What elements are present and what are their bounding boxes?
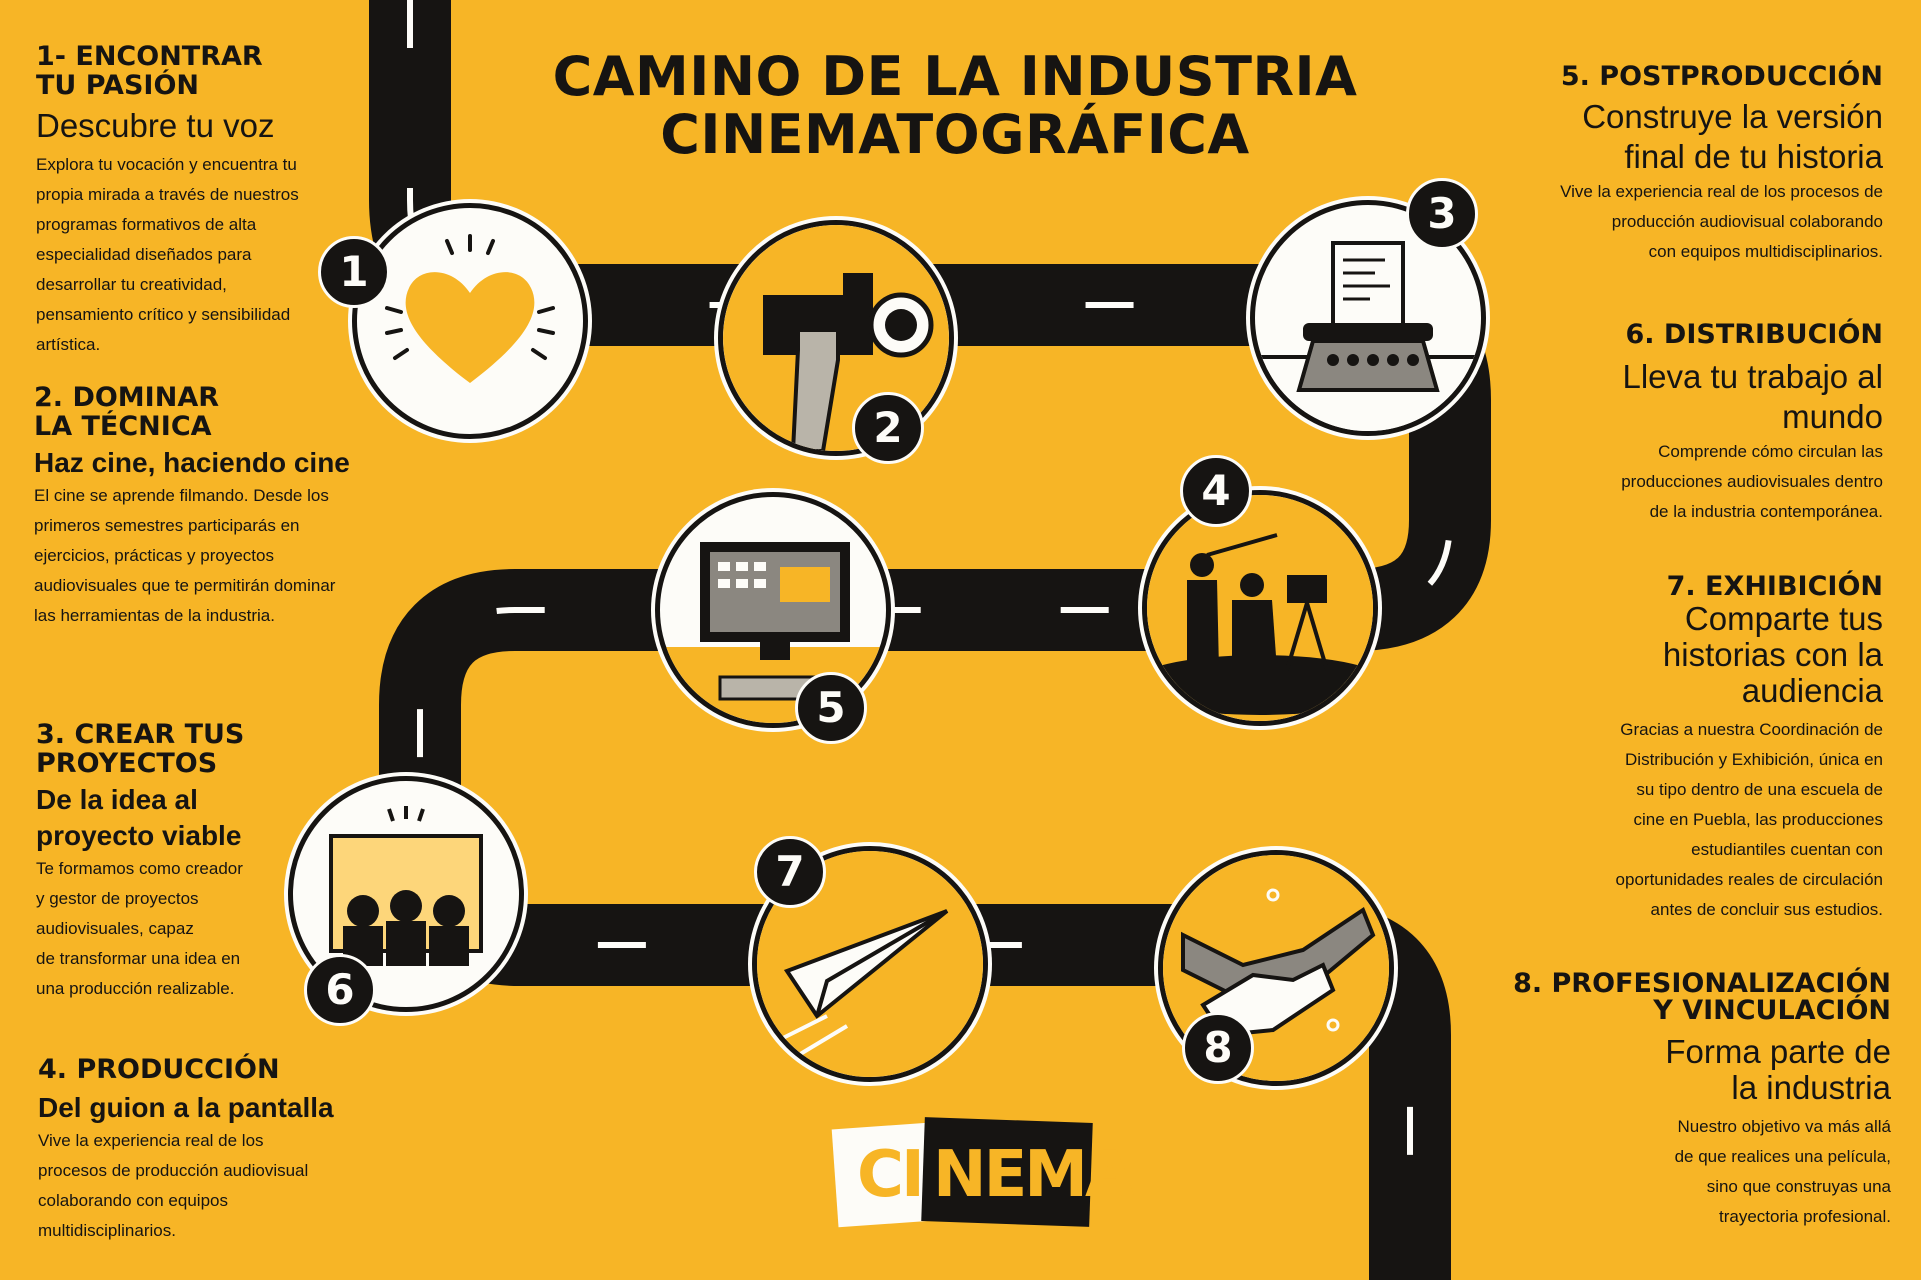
step-2-number-badge: 2: [852, 392, 924, 464]
step-4-illustration: [1142, 490, 1378, 726]
step-7-number-badge: 7: [754, 836, 826, 908]
step-2-subtitle: Haz cine, haciendo cine: [34, 447, 350, 478]
logo-text-part-1: CI: [857, 1138, 925, 1212]
step-5-number-badge: 5: [795, 672, 867, 744]
step-1-subtitle: Descubre tu voz: [36, 107, 275, 144]
step-8-number-badge: 8: [1182, 1012, 1254, 1084]
heart-icon: [385, 234, 555, 383]
step-4-number-badge: 4: [1180, 455, 1252, 527]
step-6-illustration: [288, 776, 524, 1012]
logo-text-part-2: NEMA: [933, 1138, 1134, 1212]
step-7-heading: 7. EXHIBICIÓN: [1666, 571, 1883, 602]
step-2-illustration: [718, 220, 954, 456]
step-1-illustration: [352, 203, 588, 439]
paper-plane-icon: [757, 851, 983, 1077]
title-line-2: CINEMATOGRÁFICA: [660, 103, 1250, 166]
step-1-number-badge: 1: [318, 236, 390, 308]
step-3-number-badge: 3: [1406, 178, 1478, 250]
title-line-1: CAMINO DE LA INDUSTRIA: [552, 45, 1358, 108]
step-6-number-badge: 6: [304, 954, 376, 1026]
step-3-description: Te formamos como creador y gestor de pro…: [36, 859, 243, 998]
step-4-heading: 4. PRODUCCIÓN: [38, 1054, 280, 1085]
film-crew-icon: [1147, 495, 1373, 721]
page-title: CAMINO DE LA INDUSTRIA CINEMATOGRÁFICA: [495, 48, 1415, 164]
step-4-text: 4. PRODUCCIÓN Del guion a la pantalla Vi…: [38, 1055, 378, 1246]
step-5-description: Vive la experiencia real de los procesos…: [1560, 182, 1883, 261]
cinema-logo: CI NEMA: [831, 1117, 1134, 1228]
step-4-subtitle: Del guion a la pantalla: [38, 1092, 334, 1123]
step-5-heading: 5. POSTPRODUCCIÓN: [1560, 61, 1883, 92]
step-6-heading: 6. DISTRIBUCIÓN: [1625, 319, 1883, 350]
audience-screen-icon: [329, 806, 483, 966]
